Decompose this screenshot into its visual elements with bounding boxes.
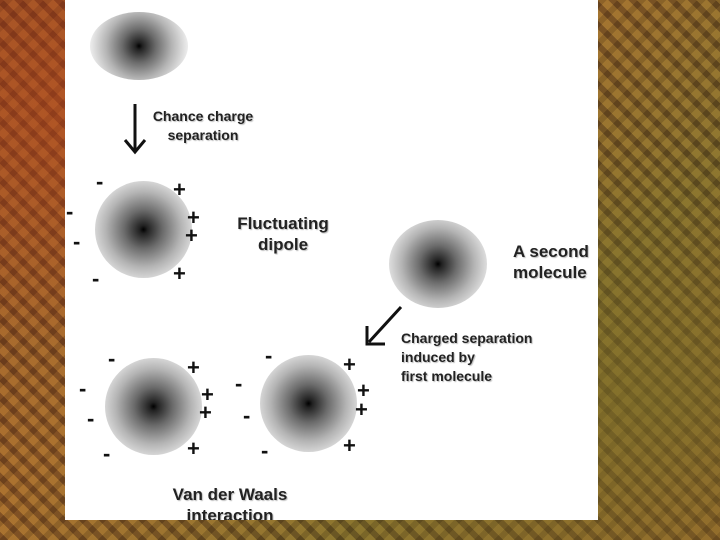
plus-sign: + (343, 435, 356, 457)
plus-sign: + (355, 399, 368, 421)
second-molecule (389, 220, 487, 308)
plus-sign: + (343, 354, 356, 376)
vdw-label-line2: interaction (145, 505, 315, 520)
minus-sign: - (96, 171, 103, 193)
fluctuating-label-line1: Fluctuating (223, 213, 343, 234)
fluctuating-dipole-label: Fluctuating dipole (223, 213, 343, 255)
plus-sign: + (199, 402, 212, 424)
van-der-waals-label: Van der Waals interaction (145, 484, 315, 520)
minus-sign: - (92, 268, 99, 290)
diagram-panel: Chance charge separation - - - - + + + +… (65, 0, 598, 520)
neutral-molecule (90, 12, 188, 80)
second-label-line2: molecule (513, 262, 598, 283)
induced-label-line1: Charged separation (401, 329, 591, 348)
minus-sign: - (66, 201, 73, 223)
chance-label: Chance charge separation (143, 107, 263, 145)
second-label-line1: A second (513, 241, 598, 262)
plus-sign: + (173, 179, 186, 201)
chance-label-line2: separation (143, 126, 263, 145)
minus-sign: - (243, 405, 250, 427)
minus-sign: - (261, 440, 268, 462)
minus-sign: - (235, 373, 242, 395)
minus-sign: - (73, 231, 80, 253)
chance-label-line1: Chance charge (143, 107, 263, 126)
fluctuating-label-line2: dipole (223, 234, 343, 255)
minus-sign: - (79, 378, 86, 400)
minus-sign: - (108, 348, 115, 370)
plus-sign: + (187, 438, 200, 460)
plus-sign: + (185, 225, 198, 247)
plus-sign: + (187, 357, 200, 379)
minus-sign: - (265, 345, 272, 367)
second-molecule-label: A second molecule (513, 241, 598, 283)
minus-sign: - (103, 443, 110, 465)
induced-label-line3: first molecule (401, 367, 591, 386)
plus-sign: + (173, 263, 186, 285)
minus-sign: - (87, 408, 94, 430)
induced-label-line2: induced by (401, 348, 591, 367)
induced-separation-label: Charged separation induced by first mole… (401, 329, 591, 386)
vdw-label-line1: Van der Waals (145, 484, 315, 505)
